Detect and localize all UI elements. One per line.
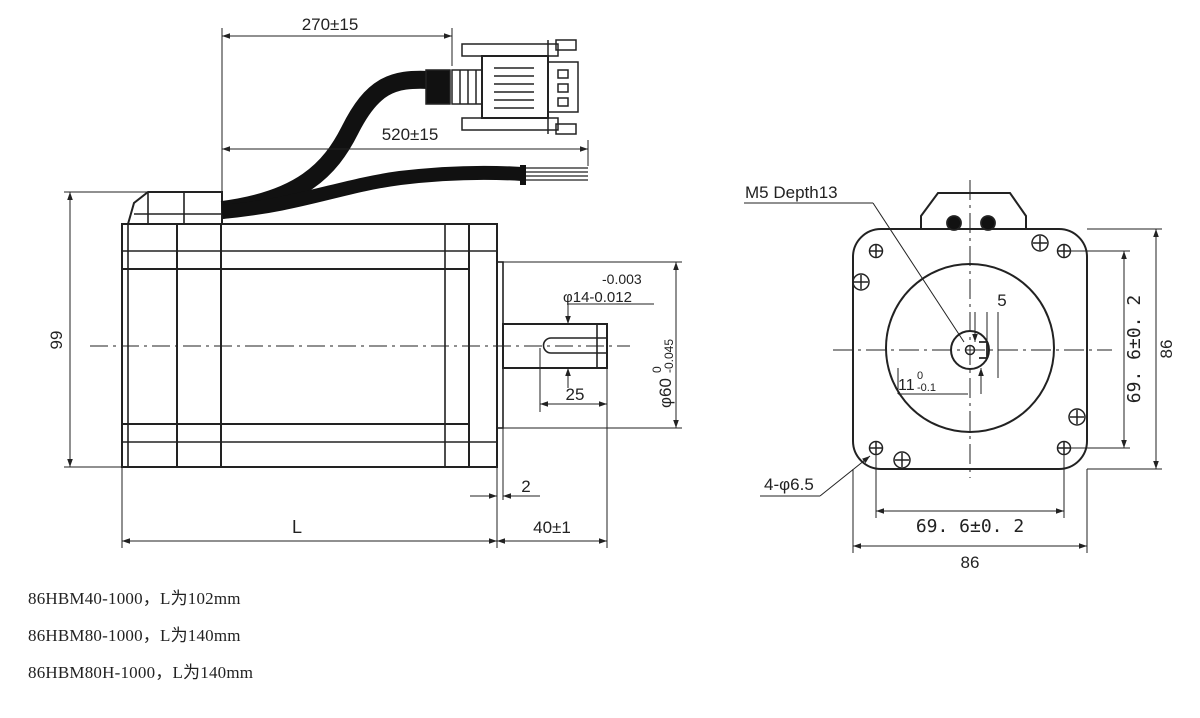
model-notes: 86HBM40-1000，L为102mm 86HBM80-1000，L为140m… xyxy=(28,588,253,699)
front-view xyxy=(833,180,1112,478)
length-label: L xyxy=(292,517,302,537)
side-dimensions xyxy=(64,28,682,548)
key-width-label: 5 xyxy=(997,291,1006,310)
cables xyxy=(220,70,588,219)
key-depth-tol-lower: -0.1 xyxy=(917,382,936,394)
bolt-spacing-vertical: 69. 6±0. 2 xyxy=(1124,295,1145,403)
shaft-length-label: 40±1 xyxy=(533,518,571,537)
pilot-diameter-label: φ60 xyxy=(656,378,675,408)
motor-body xyxy=(121,223,504,468)
screw-heads xyxy=(852,234,1086,469)
hole-spec-label: 4-φ6.5 xyxy=(764,475,814,494)
key-length-label: 25 xyxy=(566,385,585,404)
wire-length-label: 520±15 xyxy=(382,125,439,144)
side-labels: 270±15 520±15 99 -0.003 φ14-0.012 φ60 0 … xyxy=(47,15,676,537)
key-depth-label: 11 xyxy=(898,377,915,394)
front-labels: M5 Depth13 5 11 0 -0.1 4-φ6.5 69. 6±0. 2… xyxy=(745,183,1176,572)
height-label: 99 xyxy=(47,331,66,350)
connector-top xyxy=(920,192,1027,229)
front-dimensions xyxy=(744,202,1162,553)
cable-gland xyxy=(127,191,223,225)
pilot-tolerance-lower: -0.045 xyxy=(662,339,676,373)
pilot-tolerance-upper: 0 xyxy=(650,366,664,373)
shaft-tolerance-upper: -0.003 xyxy=(602,271,642,287)
tap-callout-label: M5 Depth13 xyxy=(745,183,838,202)
flange-width-label: 86 xyxy=(961,553,980,572)
flange-gap-label: 2 xyxy=(521,477,530,496)
flange-height-label: 86 xyxy=(1157,340,1176,359)
key-depth-tol-upper: 0 xyxy=(917,370,923,382)
bolt-spacing-horizontal: 69. 6±0. 2 xyxy=(916,516,1024,537)
note-line: 86HBM80-1000，L为140mm xyxy=(28,626,241,645)
shaft-diameter-label: φ14-0.012 xyxy=(563,289,632,306)
cable-length-label: 270±15 xyxy=(302,15,359,34)
side-view xyxy=(90,191,630,468)
d-sub-connector xyxy=(425,39,579,135)
note-line: 86HBM40-1000，L为102mm xyxy=(28,589,241,608)
note-line: 86HBM80H-1000，L为140mm xyxy=(28,663,254,682)
